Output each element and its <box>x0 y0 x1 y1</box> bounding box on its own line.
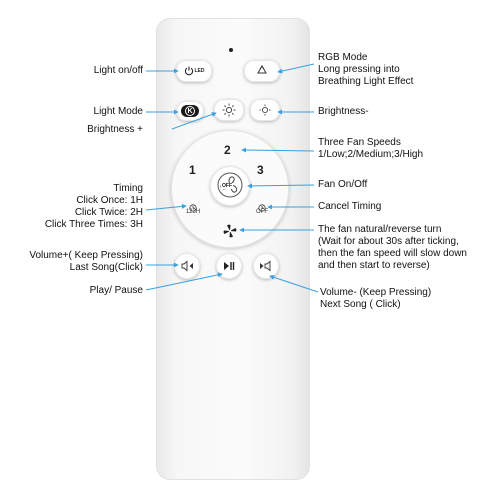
arrow-timing <box>145 203 187 211</box>
fan-power-button[interactable]: OFF <box>210 166 250 206</box>
clock-icon <box>189 199 197 217</box>
power-icon <box>184 66 194 76</box>
label-fan-reverse-3: then the fan speed will slow down <box>318 248 467 259</box>
label-fan-reverse-4: and then start to reverse) <box>318 260 430 271</box>
label-timing-3: Click Three Times: 3H <box>44 219 143 230</box>
arrow-fan-on-off <box>247 183 315 189</box>
rgb-mode-button[interactable] <box>244 60 280 82</box>
light-mode-icon: K <box>181 105 199 117</box>
speaker-next-icon <box>259 260 273 272</box>
label-volume-down-1: Volume- (Keep Pressing) <box>320 287 432 298</box>
label-timing-2: Click Twice: 2H <box>74 207 143 218</box>
label-light-on-off: Light on/off <box>93 65 143 76</box>
brightness-plus-button[interactable] <box>214 99 244 121</box>
sun-bright-icon <box>222 103 236 117</box>
label-fan-speeds-1: Three Fan Speeds <box>318 137 401 148</box>
fan-reverse-button[interactable] <box>218 219 242 243</box>
fan-speed-2-button[interactable]: 2 <box>224 143 231 157</box>
label-volume-down-2: Next Song ( Click) <box>320 299 401 310</box>
recycle-icon <box>255 65 269 77</box>
arrow-rgb-mode <box>277 63 315 74</box>
clock-off-icon <box>258 199 266 217</box>
light-power-button[interactable]: LED <box>176 60 212 82</box>
led-button-text: LED <box>194 68 205 74</box>
label-rgb-mode-1: RGB Mode <box>318 52 368 63</box>
fan-speed-1-button[interactable]: 1 <box>189 163 196 177</box>
fan-off-text: OFF <box>221 183 233 189</box>
label-fan-speeds-2: 1/Low;2/Medium;3/High <box>318 149 424 160</box>
label-timing-title: Timing <box>113 183 143 194</box>
label-timing: Timing Click Once: 1H Click Twice: 2H Cl… <box>45 183 143 231</box>
label-brightness-minus: Brightness- <box>318 106 369 117</box>
fan-speed-3-button[interactable]: 3 <box>257 163 264 177</box>
label-fan-on-off: Fan On/Off <box>318 179 368 190</box>
indicator-led <box>229 48 233 52</box>
label-rgb-mode-2: Long pressing into <box>318 64 400 75</box>
label-volume-up-2: Last Song(Click) <box>69 262 143 273</box>
arrow-brightness-plus <box>171 112 217 130</box>
play-pause-icon <box>223 261 235 271</box>
label-brightness-plus: Brightness + <box>87 124 143 135</box>
label-fan-reverse-1: The fan natural/reverse turn <box>318 224 442 235</box>
label-rgb-mode-3: Breathing Light Effect <box>318 76 414 87</box>
label-timing-1: Click Once: 1H <box>76 195 143 206</box>
volume-down-button[interactable] <box>253 253 279 279</box>
arrow-fan-speeds <box>241 147 315 153</box>
brightness-minus-button[interactable] <box>250 99 280 121</box>
label-volume-up: Volume+( Keep Pressing) Last Song(Click) <box>29 250 143 274</box>
fan-blade-icon <box>223 224 237 238</box>
label-cancel-timing: Cancel Timing <box>318 201 382 212</box>
arrow-volume-down <box>269 274 319 293</box>
sun-dim-icon <box>258 103 272 117</box>
label-fan-speeds: Three Fan Speeds 1/Low;2/Medium;3/High <box>318 137 423 161</box>
k-button-text: K <box>185 106 195 116</box>
arrow-play-pause <box>145 272 223 291</box>
label-fan-reverse: The fan natural/reverse turn (Wait for a… <box>318 224 467 272</box>
label-light-mode: Light Mode <box>93 106 143 117</box>
label-play-pause: Play/ Pause <box>89 285 143 296</box>
label-fan-reverse-2: (Wait for about 30s after ticking, <box>318 236 459 247</box>
light-mode-button[interactable]: K <box>176 101 204 121</box>
speaker-prev-icon <box>180 260 194 272</box>
label-volume-up-1: Volume+( Keep Pressing) <box>29 250 143 261</box>
label-rgb-mode: RGB Mode Long pressing into Breathing Li… <box>318 52 413 88</box>
cancel-timer-button[interactable]: OFF <box>250 198 274 220</box>
timer-text: 123H <box>185 209 201 215</box>
cancel-timer-text: OFF <box>256 209 268 215</box>
label-volume-down: Volume- (Keep Pressing) Next Song ( Clic… <box>320 287 431 311</box>
remote-control-body <box>156 18 310 480</box>
timer-button[interactable]: 123H <box>180 198 206 220</box>
